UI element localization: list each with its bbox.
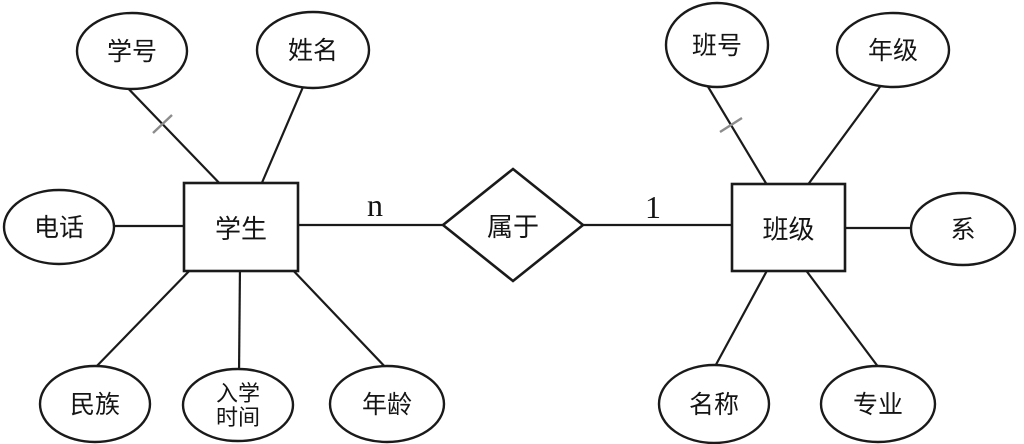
- attribute-label-age: 年龄: [362, 391, 412, 419]
- attribute-ellipse-enroll-time: [181, 367, 295, 443]
- attribute-ellipse-department: [909, 191, 1017, 267]
- class-no-key-tick: [719, 116, 743, 134]
- cardinality-n: n: [367, 187, 383, 223]
- student-id-key-tick: [152, 114, 173, 134]
- attribute-ellipse-age: [328, 364, 446, 444]
- entity-box-class: [730, 182, 847, 273]
- attribute-label-phone: 电话: [34, 214, 84, 242]
- edge-class-no--class: [703, 79, 771, 191]
- attribute-label-grade: 年级: [868, 37, 918, 65]
- attribute-label-class-name: 名称: [689, 391, 739, 419]
- attribute-ellipse-name: [255, 10, 371, 90]
- attribute-ellipse-class-name: [657, 363, 771, 444]
- edge-student-id--student: [119, 79, 227, 191]
- attribute-ellipse-grade: [835, 11, 951, 89]
- attribute-label-student-id: 学号: [107, 38, 157, 66]
- entity-box-student: [182, 181, 300, 273]
- edge-grade--class: [803, 83, 883, 191]
- relationship-label-belongs-to: 属于: [487, 213, 539, 242]
- attribute-ellipse-student-id: [75, 11, 189, 91]
- attribute-ellipse-phone: [2, 188, 116, 266]
- attribute-ellipse-class-no: [664, 1, 770, 89]
- edge-class--major: [801, 264, 883, 373]
- edge-student--age: [287, 264, 391, 373]
- entity-label-class: 班级: [762, 216, 814, 245]
- edge-student--ethnicity: [91, 264, 196, 372]
- attribute-label-line-enroll-time-1: 时间: [216, 405, 260, 430]
- entity-label-student: 学生: [215, 215, 267, 244]
- edge-student--enroll-time: [237, 264, 242, 376]
- attribute-ellipse-major: [819, 364, 937, 444]
- attribute-label-enroll-time: 入学时间: [216, 381, 260, 430]
- attribute-label-ethnicity: 民族: [70, 391, 120, 419]
- edge-name--student: [256, 79, 308, 193]
- cardinality-one: 1: [645, 189, 661, 225]
- attribute-ellipse-ethnicity: [38, 364, 152, 444]
- attribute-label-class-no: 班号: [692, 32, 742, 60]
- edge-class--class-name: [711, 264, 771, 373]
- attribute-label-name: 姓名: [288, 37, 338, 65]
- attribute-label-major: 专业: [853, 391, 903, 419]
- attribute-label-line-enroll-time-0: 入学: [216, 381, 260, 406]
- attribute-label-department: 系: [950, 216, 975, 244]
- relationship-diamond-belongs-to: [440, 167, 586, 283]
